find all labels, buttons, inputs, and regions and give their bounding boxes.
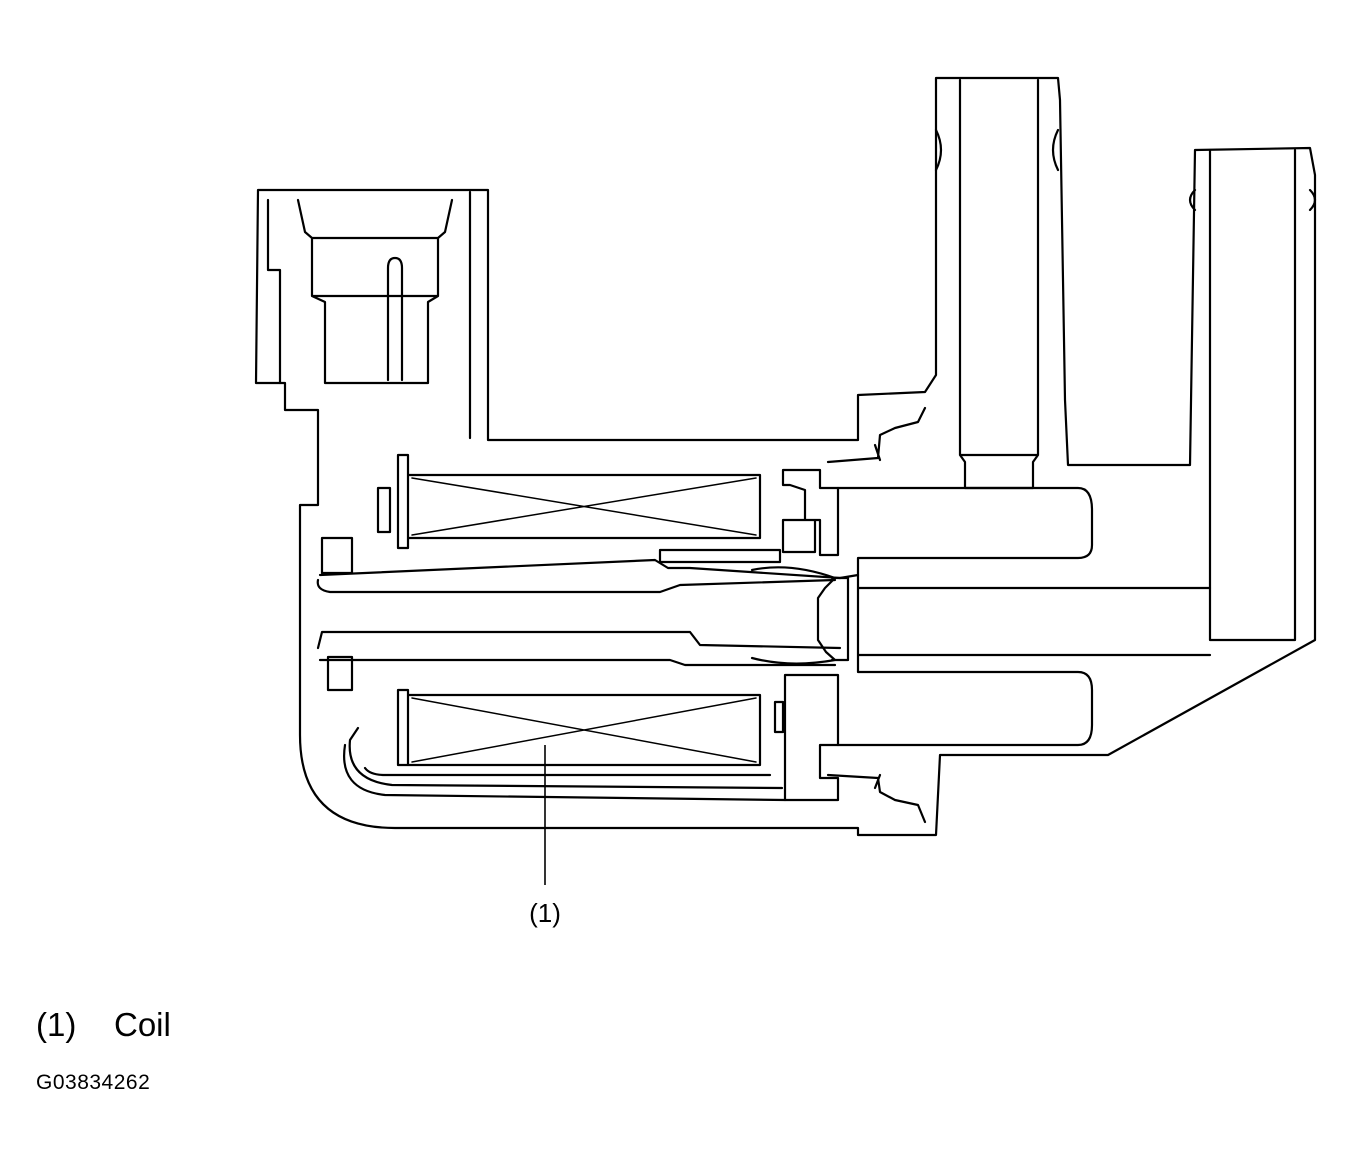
inner-shell bbox=[343, 726, 787, 802]
connector-housing bbox=[266, 190, 472, 440]
housing-outline bbox=[254, 76, 1317, 837]
fluid-passage bbox=[836, 486, 1212, 747]
figure-id: G03834262 bbox=[36, 1071, 151, 1094]
end-plate-upper bbox=[781, 468, 840, 557]
pipe-right bbox=[1188, 148, 1317, 642]
armature bbox=[658, 548, 850, 665]
legend-entry-1: (1) Coil bbox=[36, 1006, 171, 1044]
seal-lower bbox=[826, 773, 927, 824]
pipe-left bbox=[934, 78, 1060, 490]
legend-number: (1) bbox=[36, 1006, 77, 1043]
end-plate-lower bbox=[773, 673, 840, 802]
plunger-lower bbox=[316, 630, 842, 692]
legend-name: Coil bbox=[114, 1006, 171, 1043]
connector-pin bbox=[386, 256, 404, 382]
upper-bobbin bbox=[376, 453, 762, 550]
lower-bobbin bbox=[396, 688, 762, 767]
lower-coil-winding bbox=[411, 697, 757, 763]
seal-upper bbox=[826, 406, 927, 464]
upper-coil-winding bbox=[411, 477, 757, 536]
callout-label-1: (1) bbox=[529, 898, 561, 928]
